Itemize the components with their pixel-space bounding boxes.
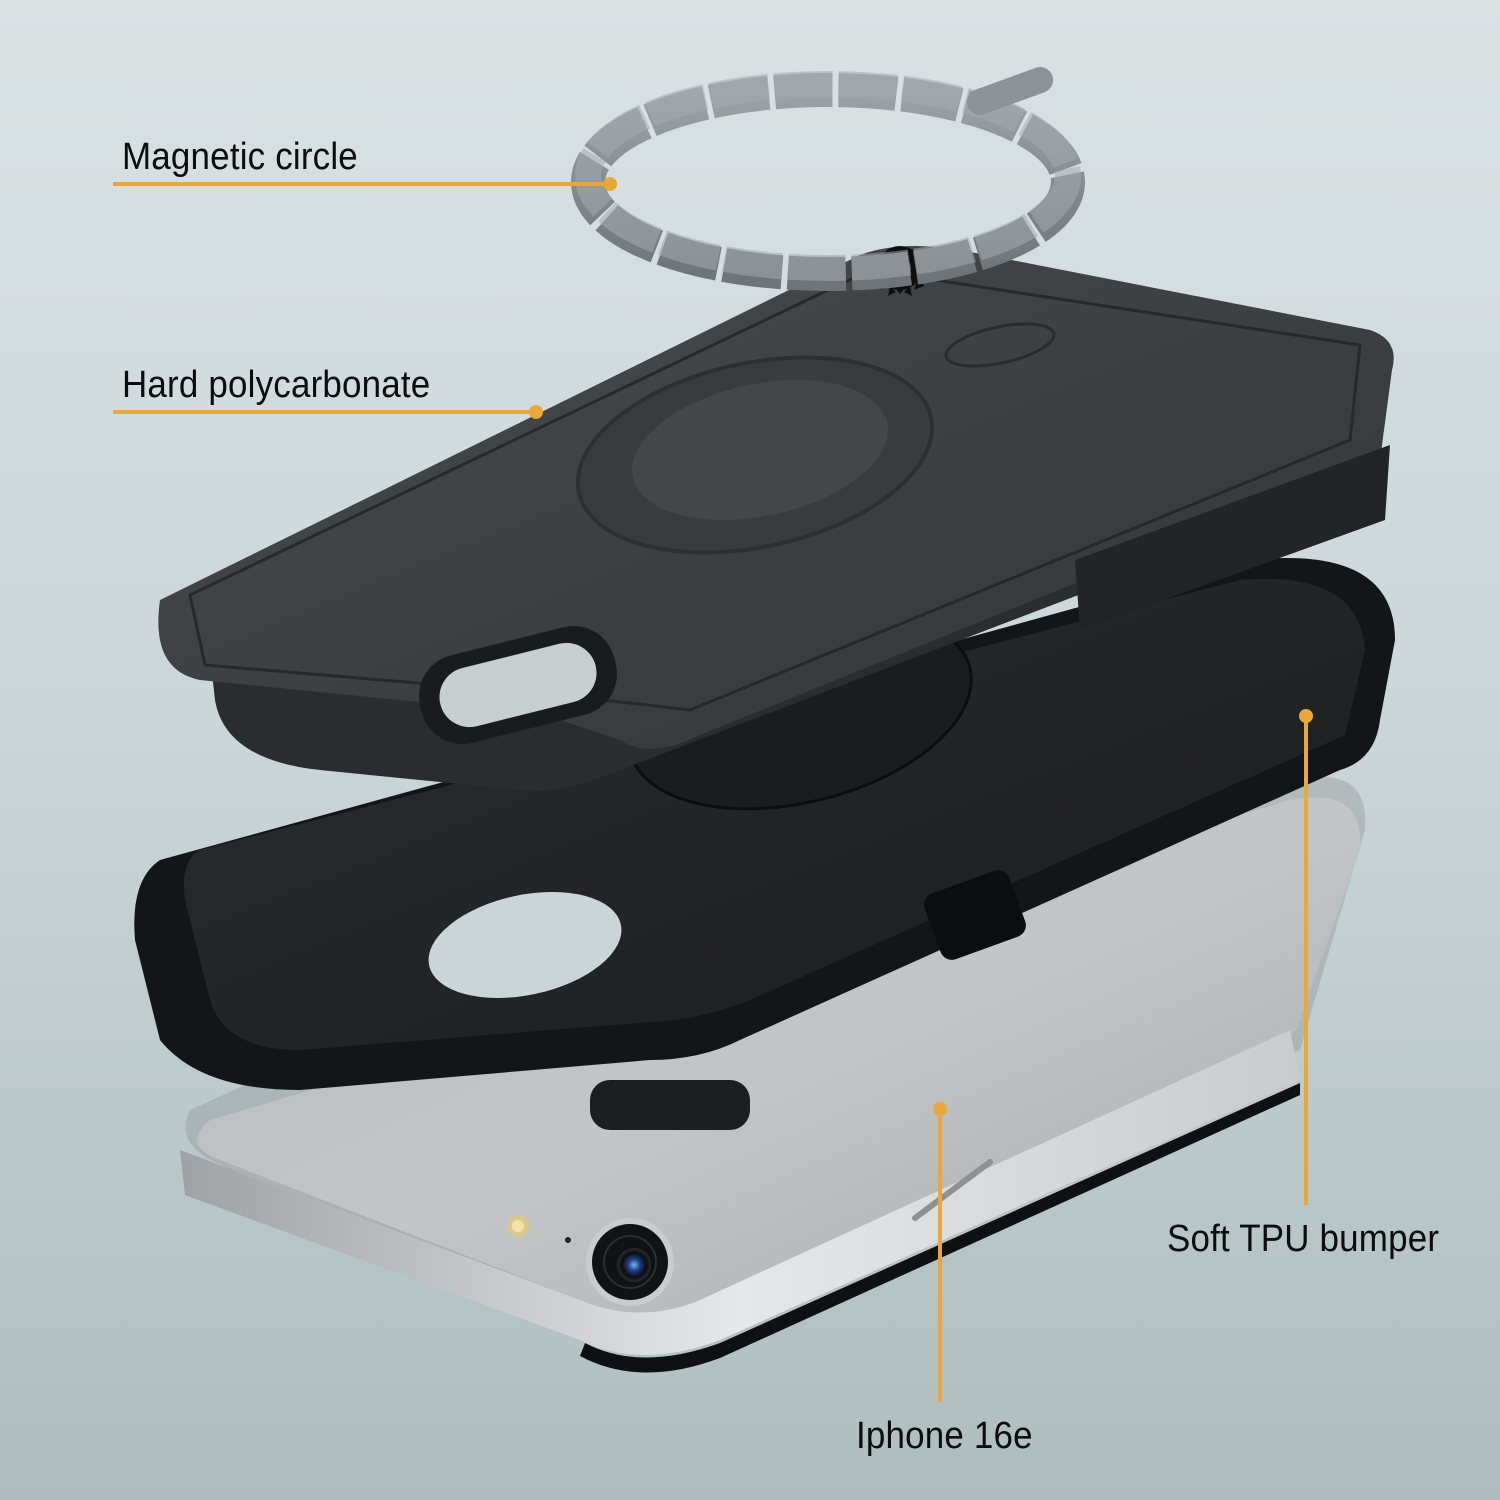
callout-hard-polycarbonate-line: [113, 405, 543, 419]
tpu-bumper: [134, 557, 1395, 1130]
sun-logo-icon: [866, 246, 936, 296]
camera-lens-icon: [586, 1218, 674, 1306]
callout-tpu-bumper-line: [1299, 709, 1313, 1205]
callout-magnetic-circle-line: [113, 177, 617, 191]
phone-body: [180, 777, 1366, 1373]
label-soft-tpu-bumper: Soft TPU bumper: [1167, 1218, 1440, 1260]
hard-polycarbonate-shell: [158, 246, 1394, 791]
magnetic-ring: [571, 67, 1085, 291]
label-magnetic-circle: Magnetic circle: [122, 136, 358, 178]
callout-iphone-line: [933, 1102, 947, 1402]
label-iphone-16e: Iphone 16e: [856, 1415, 1033, 1457]
label-hard-polycarbonate: Hard polycarbonate: [122, 364, 431, 406]
